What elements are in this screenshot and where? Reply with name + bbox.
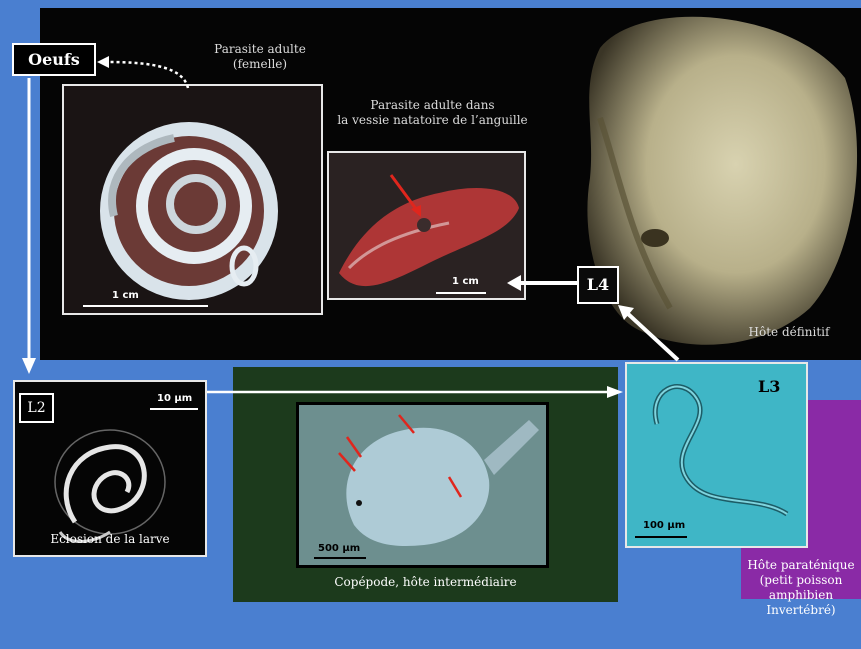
scale-label-larva: 10 µm bbox=[157, 393, 192, 404]
scale-bar-l3 bbox=[635, 536, 687, 538]
scale-bar-adult bbox=[83, 305, 208, 307]
arrow-l2-to-l3 bbox=[207, 384, 627, 400]
arrow-l3-to-l4 bbox=[610, 300, 685, 365]
arrow-l4-to-adult bbox=[505, 272, 580, 294]
adult-in-eel-photo bbox=[327, 151, 526, 300]
stage-label-oeufs: Oeufs bbox=[12, 43, 96, 76]
caption-larva-hatching: Eclosion de la larve bbox=[13, 532, 207, 547]
swim-bladder-image bbox=[329, 153, 524, 298]
stage-label-l2: L2 bbox=[19, 393, 54, 423]
scale-bar-copepod bbox=[314, 557, 366, 559]
dotted-arrow-to-eggs bbox=[95, 48, 205, 93]
caption-adult-female: Parasite adulte (femelle) bbox=[200, 42, 320, 72]
scale-label-eel: 1 cm bbox=[452, 276, 479, 287]
coiled-worm-image bbox=[64, 86, 321, 313]
arrow-eggs-to-l2 bbox=[20, 78, 38, 378]
scale-label-copepod: 500 µm bbox=[318, 543, 360, 554]
copepod-image bbox=[299, 405, 546, 565]
stage-label-l4: L4 bbox=[577, 266, 619, 304]
caption-paratenic-host: Hôte paraténique (petit poisson amphibie… bbox=[741, 558, 861, 618]
caption-copepod: Copépode, hôte intermédiaire bbox=[233, 575, 618, 590]
scale-bar-larva bbox=[150, 408, 198, 410]
caption-adult-in-eel: Parasite adulte dans la vessie natatoire… bbox=[325, 98, 540, 128]
eel-image bbox=[560, 8, 861, 360]
stage-label-l3: L3 bbox=[758, 377, 780, 396]
adult-female-photo bbox=[62, 84, 323, 315]
scale-label-l3: 100 µm bbox=[643, 520, 685, 531]
scale-label-adult: 1 cm bbox=[112, 290, 139, 301]
scale-bar-eel bbox=[436, 292, 486, 294]
caption-definitive-host: Hôte définitif bbox=[724, 325, 854, 340]
